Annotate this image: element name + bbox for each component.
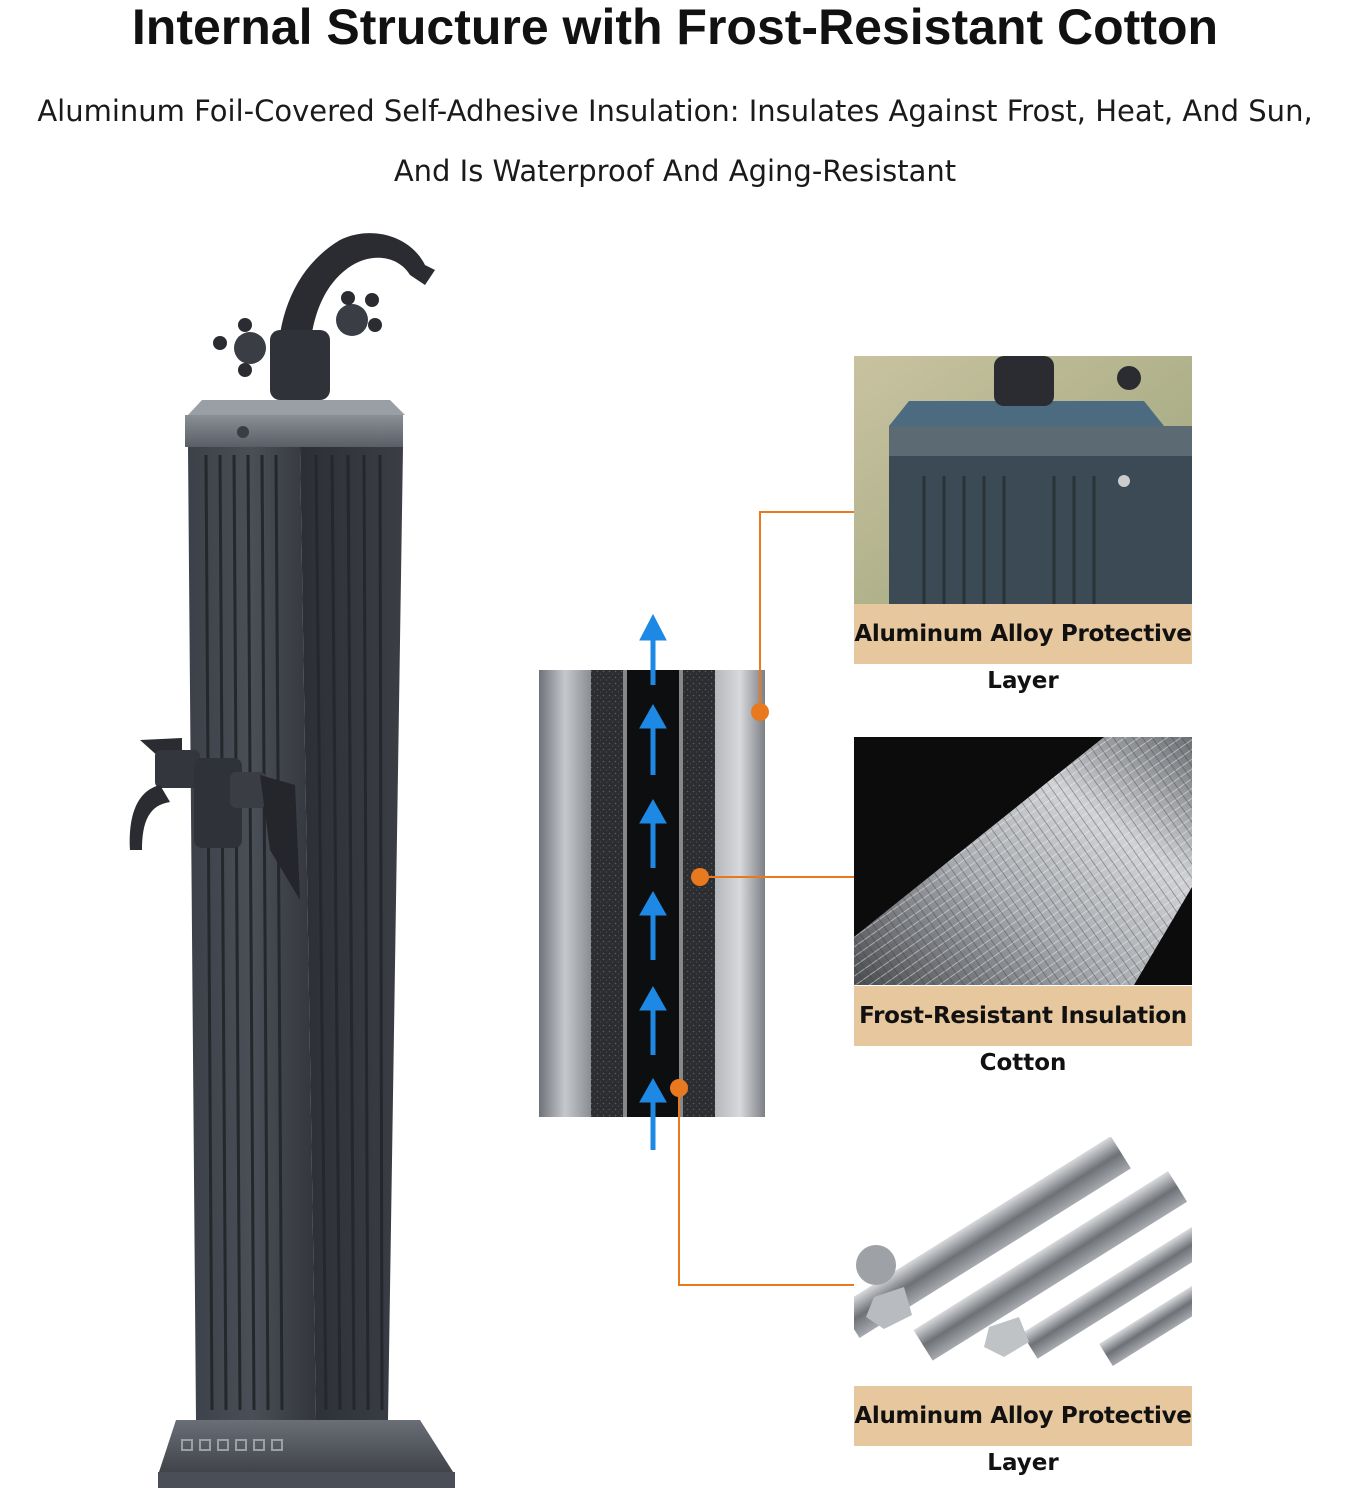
label-outer-layer: Aluminum Alloy Protective xyxy=(854,604,1192,664)
callout-dot-insulation xyxy=(691,868,709,886)
water-pillar-image xyxy=(129,233,455,1488)
label-inner-layer: Aluminum Alloy Protective xyxy=(854,1386,1192,1446)
page-title: Internal Structure with Frost-Resistant … xyxy=(131,0,1219,55)
label-inner-layer-line2: Layer xyxy=(987,1450,1059,1476)
subtitle-line-2: And Is Waterproof And Aging-Resistant xyxy=(393,154,957,188)
photo-insulation-cotton xyxy=(854,737,1192,985)
subtitle-line-1: Aluminum Foil-Covered Self-Adhesive Insu… xyxy=(37,94,1313,128)
pipe-cross-section xyxy=(539,613,765,1150)
label-outer-layer-line2: Layer xyxy=(987,668,1059,694)
callout-dot-inner xyxy=(670,1079,688,1097)
photo-aluminum-rods xyxy=(854,1137,1192,1385)
label-insulation: Frost-Resistant Insulation xyxy=(854,986,1192,1046)
callout-dot-outer xyxy=(751,703,769,721)
photo-pillar-closeup xyxy=(854,356,1192,604)
label-insulation-line2: Cotton xyxy=(979,1050,1067,1076)
